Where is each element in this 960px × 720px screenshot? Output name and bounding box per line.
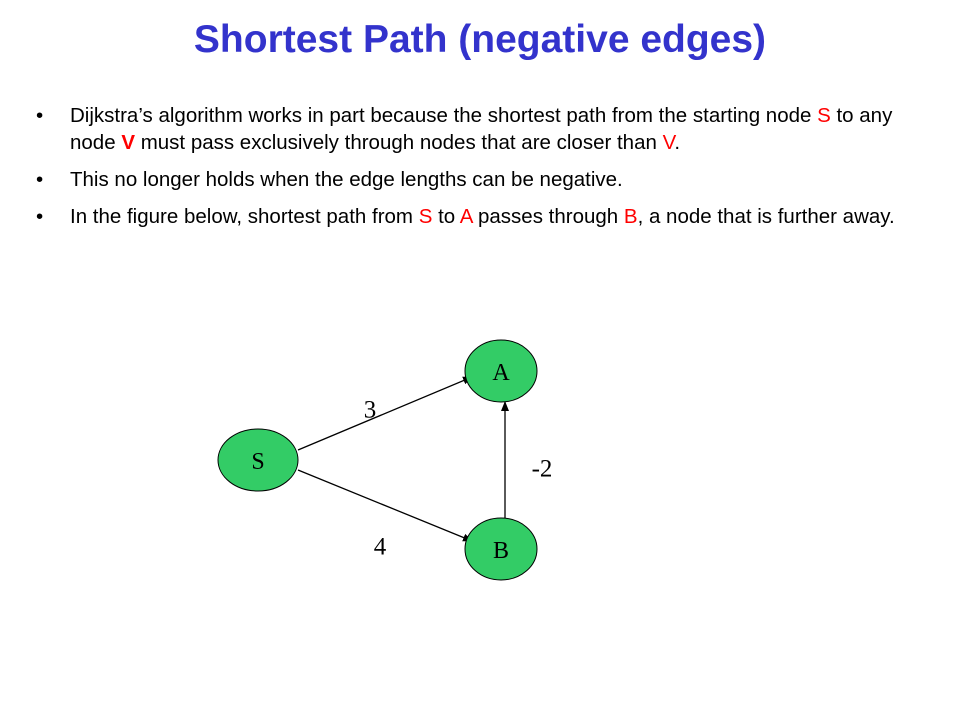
bullet-text: A — [459, 205, 473, 228]
node-s — [217, 428, 299, 492]
edge-weight-label: 3 — [364, 397, 377, 424]
edge-weight-label: -2 — [532, 456, 553, 483]
node-b — [464, 517, 538, 581]
bullet-text: . — [674, 131, 681, 154]
bullet-text: Dijkstra’s algorithm works in part becau… — [70, 104, 818, 127]
bullet-text: must pass exclusively through nodes that… — [135, 131, 663, 154]
node-label: B — [493, 538, 509, 564]
bullet-dot: • — [36, 205, 44, 228]
bullet-dot: • — [36, 104, 44, 127]
slide-title: Shortest Path (negative edges) — [193, 18, 767, 61]
bullet-text: to any node — [70, 104, 893, 154]
bullet-text: S — [817, 104, 831, 127]
node-label: S — [251, 449, 264, 475]
bullet-text: This no longer holds when the edge lengt… — [70, 168, 623, 191]
bullet-dot: • — [36, 168, 44, 191]
bullet-text: S — [418, 205, 433, 228]
bullet-text: V — [121, 131, 135, 154]
node-label: A — [492, 360, 510, 386]
bullet-item: • In the figure below, shortest path from… — [36, 203, 906, 230]
bullet-text: passes through — [472, 205, 624, 228]
bullet-list: • Dijkstra’s algorithm works in part beca… — [36, 102, 906, 240]
edge-weight-label: 4 — [374, 534, 387, 561]
edge-s-a — [297, 376, 473, 451]
bullet-text: to — [432, 205, 460, 228]
bullet-item: • Dijkstra’s algorithm works in part beca… — [36, 102, 906, 156]
bullet-text: In the figure below, shortest path from — [70, 205, 419, 228]
edge-s-b — [297, 469, 473, 542]
bullet-text: , a node that is further away. — [637, 205, 895, 228]
bullet-item: • This no longer holds when the edge leng… — [36, 166, 906, 193]
node-a — [464, 339, 538, 403]
bullet-text: B — [623, 205, 638, 228]
bullet-text: V — [662, 131, 675, 154]
